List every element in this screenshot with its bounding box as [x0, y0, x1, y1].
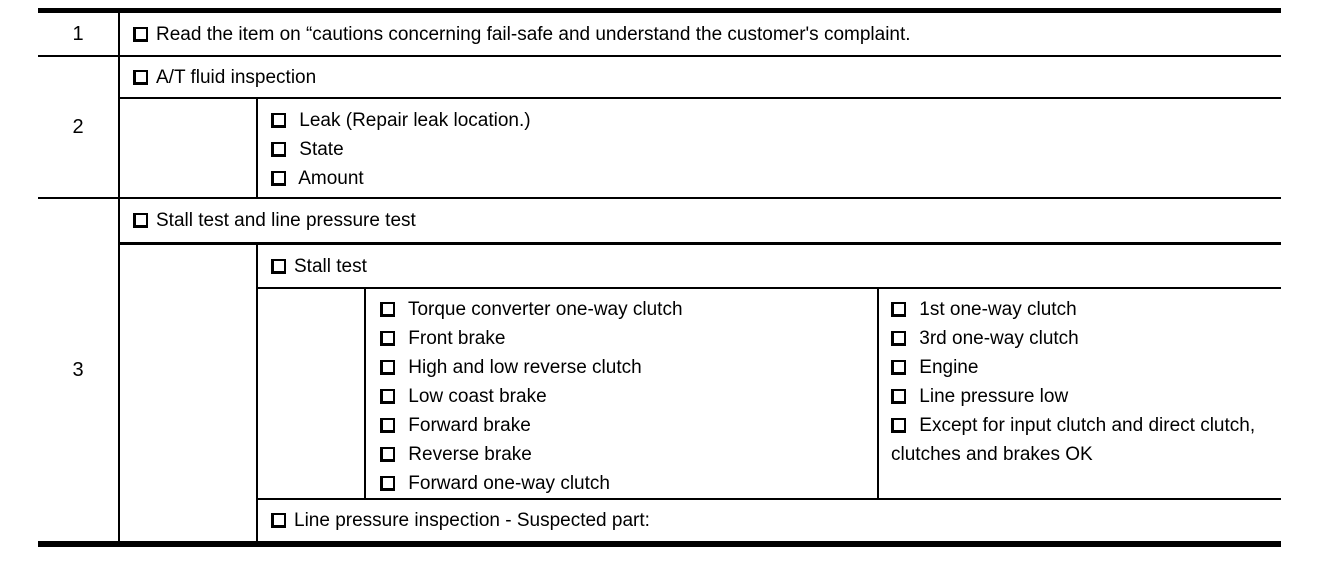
step-number-cell: 3	[38, 199, 120, 541]
step-row-3: 3 Stall test and line pressure test Stal…	[38, 197, 1281, 541]
stall-result-right-column: 1st one-way clutch 3rd one-way clutch En…	[879, 289, 1281, 498]
checklist-item-label: Front brake	[408, 328, 506, 349]
checklist-item-label: Line pressure inspection - Suspected par…	[294, 510, 650, 531]
step-number-cell: 2	[38, 57, 120, 197]
checkbox-icon[interactable]	[271, 142, 286, 157]
checklist-item-label: A/T fluid inspection	[156, 66, 317, 88]
checkbox-icon[interactable]	[891, 389, 906, 404]
checkbox-icon[interactable]	[271, 113, 286, 128]
checklist-item: Low coast brake	[380, 382, 871, 411]
checklist-item: State	[271, 135, 1281, 164]
checklist-item-label: Amount	[298, 168, 364, 189]
checklist-item: Line pressure inspection - Suspected par…	[258, 498, 1281, 541]
step-row-1: 1 Read the item on “cautions concerning …	[38, 13, 1281, 55]
checklist-item-label: High and low reverse clutch	[408, 357, 642, 378]
indent-cell	[120, 99, 258, 197]
checklist-item: Engine	[891, 353, 1271, 382]
checkbox-icon[interactable]	[380, 389, 395, 404]
checklist-item: Stall test	[258, 245, 1281, 287]
checklist-item: High and low reverse clutch	[380, 353, 871, 382]
step-number-cell: 1	[38, 13, 120, 55]
checkbox-icon[interactable]	[133, 213, 148, 228]
checkbox-icon[interactable]	[891, 302, 906, 317]
checklist-item-label: 3rd one-way clutch	[919, 328, 1079, 349]
step-number: 3	[72, 358, 84, 381]
checklist-item-label: Line pressure low	[919, 386, 1069, 407]
checklist-item-label: Read the item on “cautions concerning fa…	[156, 23, 911, 45]
step-row-2: 2 A/T fluid inspection Leak (Repair leak…	[38, 55, 1281, 197]
indent-cell	[120, 245, 258, 541]
checkbox-icon[interactable]	[380, 360, 395, 375]
checklist-item-label: Torque converter one-way clutch	[407, 299, 683, 320]
step-number: 2	[72, 115, 84, 138]
indent-cell	[258, 289, 366, 498]
checkbox-icon[interactable]	[891, 418, 906, 433]
step2-sub-section: Leak (Repair leak location.) State Amoun…	[120, 97, 1281, 197]
checklist-item: Front brake	[380, 324, 871, 353]
checkbox-icon[interactable]	[380, 331, 395, 346]
checklist-item-label: Forward brake	[408, 415, 531, 436]
checklist-item-label: Engine	[919, 357, 979, 378]
checkbox-icon[interactable]	[380, 447, 395, 462]
checklist-item: Except for input clutch and direct clutc…	[891, 411, 1271, 469]
checkbox-icon[interactable]	[133, 26, 148, 42]
step3-sub-section: Stall test Torque converter one-way clut…	[120, 242, 1281, 541]
checkbox-icon[interactable]	[271, 513, 286, 528]
checkbox-icon[interactable]	[891, 360, 906, 375]
checklist-item: Line pressure low	[891, 382, 1271, 411]
checkbox-icon[interactable]	[133, 69, 148, 85]
checklist-item-label: Low coast brake	[408, 386, 547, 407]
checkbox-icon[interactable]	[380, 476, 395, 491]
checklist-item-label: Reverse brake	[408, 444, 532, 465]
checklist-item: A/T fluid inspection	[120, 57, 1281, 97]
checklist-item: Read the item on “cautions concerning fa…	[120, 13, 1281, 55]
checklist-item-label: Leak (Repair leak location.)	[299, 110, 531, 131]
checklist-item-label: Except for input clutch and direct clutc…	[891, 415, 1256, 465]
checklist-item-label: State	[299, 139, 344, 160]
stall-result-left-column: Torque converter one-way clutch Front br…	[366, 289, 879, 498]
checkbox-icon[interactable]	[380, 302, 395, 317]
stall-result-table: Torque converter one-way clutch Front br…	[258, 287, 1281, 498]
checklist-item: Stall test and line pressure test	[120, 199, 1281, 242]
fluid-inspection-items: Leak (Repair leak location.) State Amoun…	[258, 99, 1281, 197]
checklist-item: Forward brake	[380, 411, 871, 440]
checkbox-icon[interactable]	[271, 171, 286, 186]
checklist-item-label: Stall test and line pressure test	[156, 210, 416, 231]
step-number: 1	[72, 22, 84, 45]
checklist-item: Reverse brake	[380, 440, 871, 469]
checklist-item: Forward one-way clutch	[380, 469, 871, 498]
checklist-item: Amount	[271, 164, 1281, 193]
checklist-item: Torque converter one-way clutch	[380, 295, 871, 324]
checklist-item: Leak (Repair leak location.)	[271, 106, 1281, 135]
diagnostic-checklist-table: 1 Read the item on “cautions concerning …	[38, 8, 1281, 547]
checkbox-icon[interactable]	[891, 331, 906, 346]
checklist-item-label: Stall test	[294, 255, 367, 277]
checklist-item: 3rd one-way clutch	[891, 324, 1271, 353]
checkbox-icon[interactable]	[271, 258, 286, 274]
checkbox-icon[interactable]	[380, 418, 395, 433]
checklist-item-label: Forward one-way clutch	[408, 473, 610, 494]
checklist-item: 1st one-way clutch	[891, 295, 1271, 324]
checklist-item-label: 1st one-way clutch	[919, 299, 1077, 320]
